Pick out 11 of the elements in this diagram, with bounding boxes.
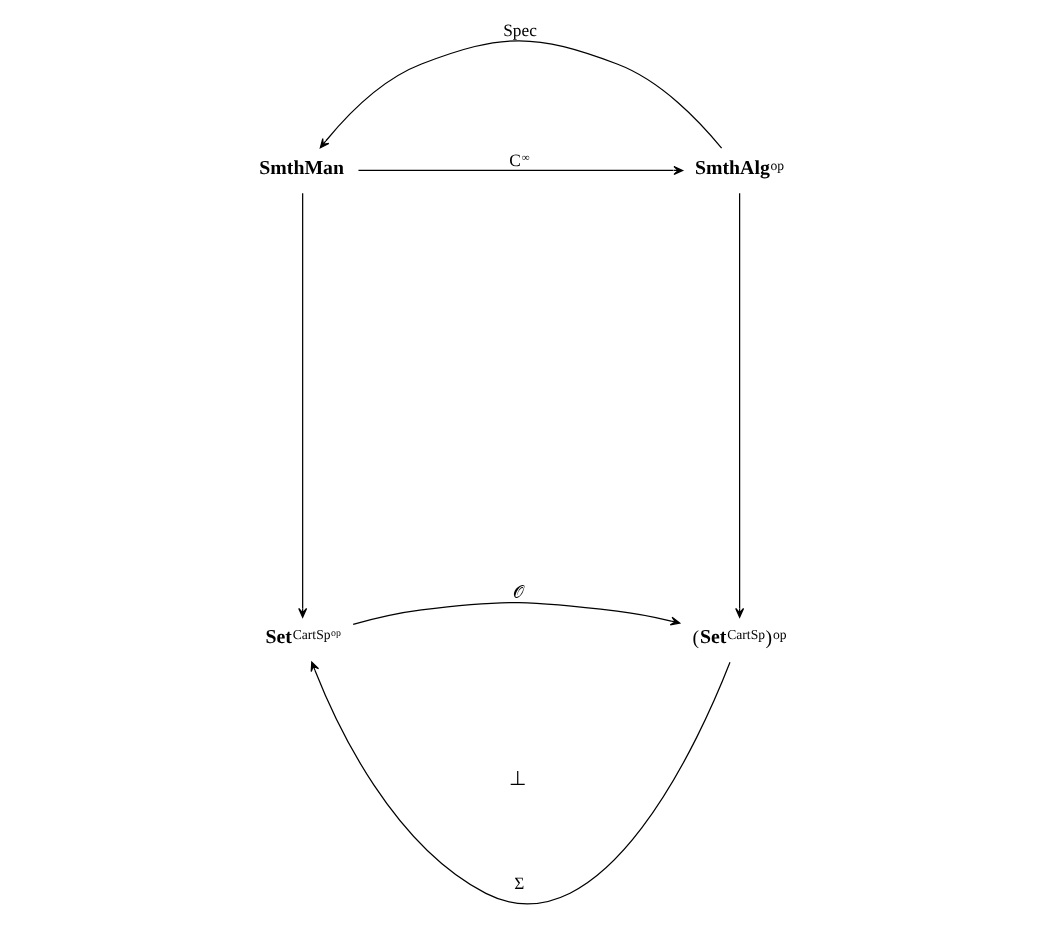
node-text: SmthMan (258, 157, 343, 180)
arrow (318, 40, 722, 149)
arrow (351, 602, 680, 626)
label: ⊥ (508, 769, 527, 792)
edge-label: Σ (513, 873, 524, 894)
arrow (297, 192, 307, 618)
edge-label: Spec (502, 20, 536, 41)
arrow (309, 661, 730, 904)
arrow (734, 192, 744, 618)
edge-label: 𝒪 (512, 582, 525, 603)
arrow (356, 165, 683, 175)
